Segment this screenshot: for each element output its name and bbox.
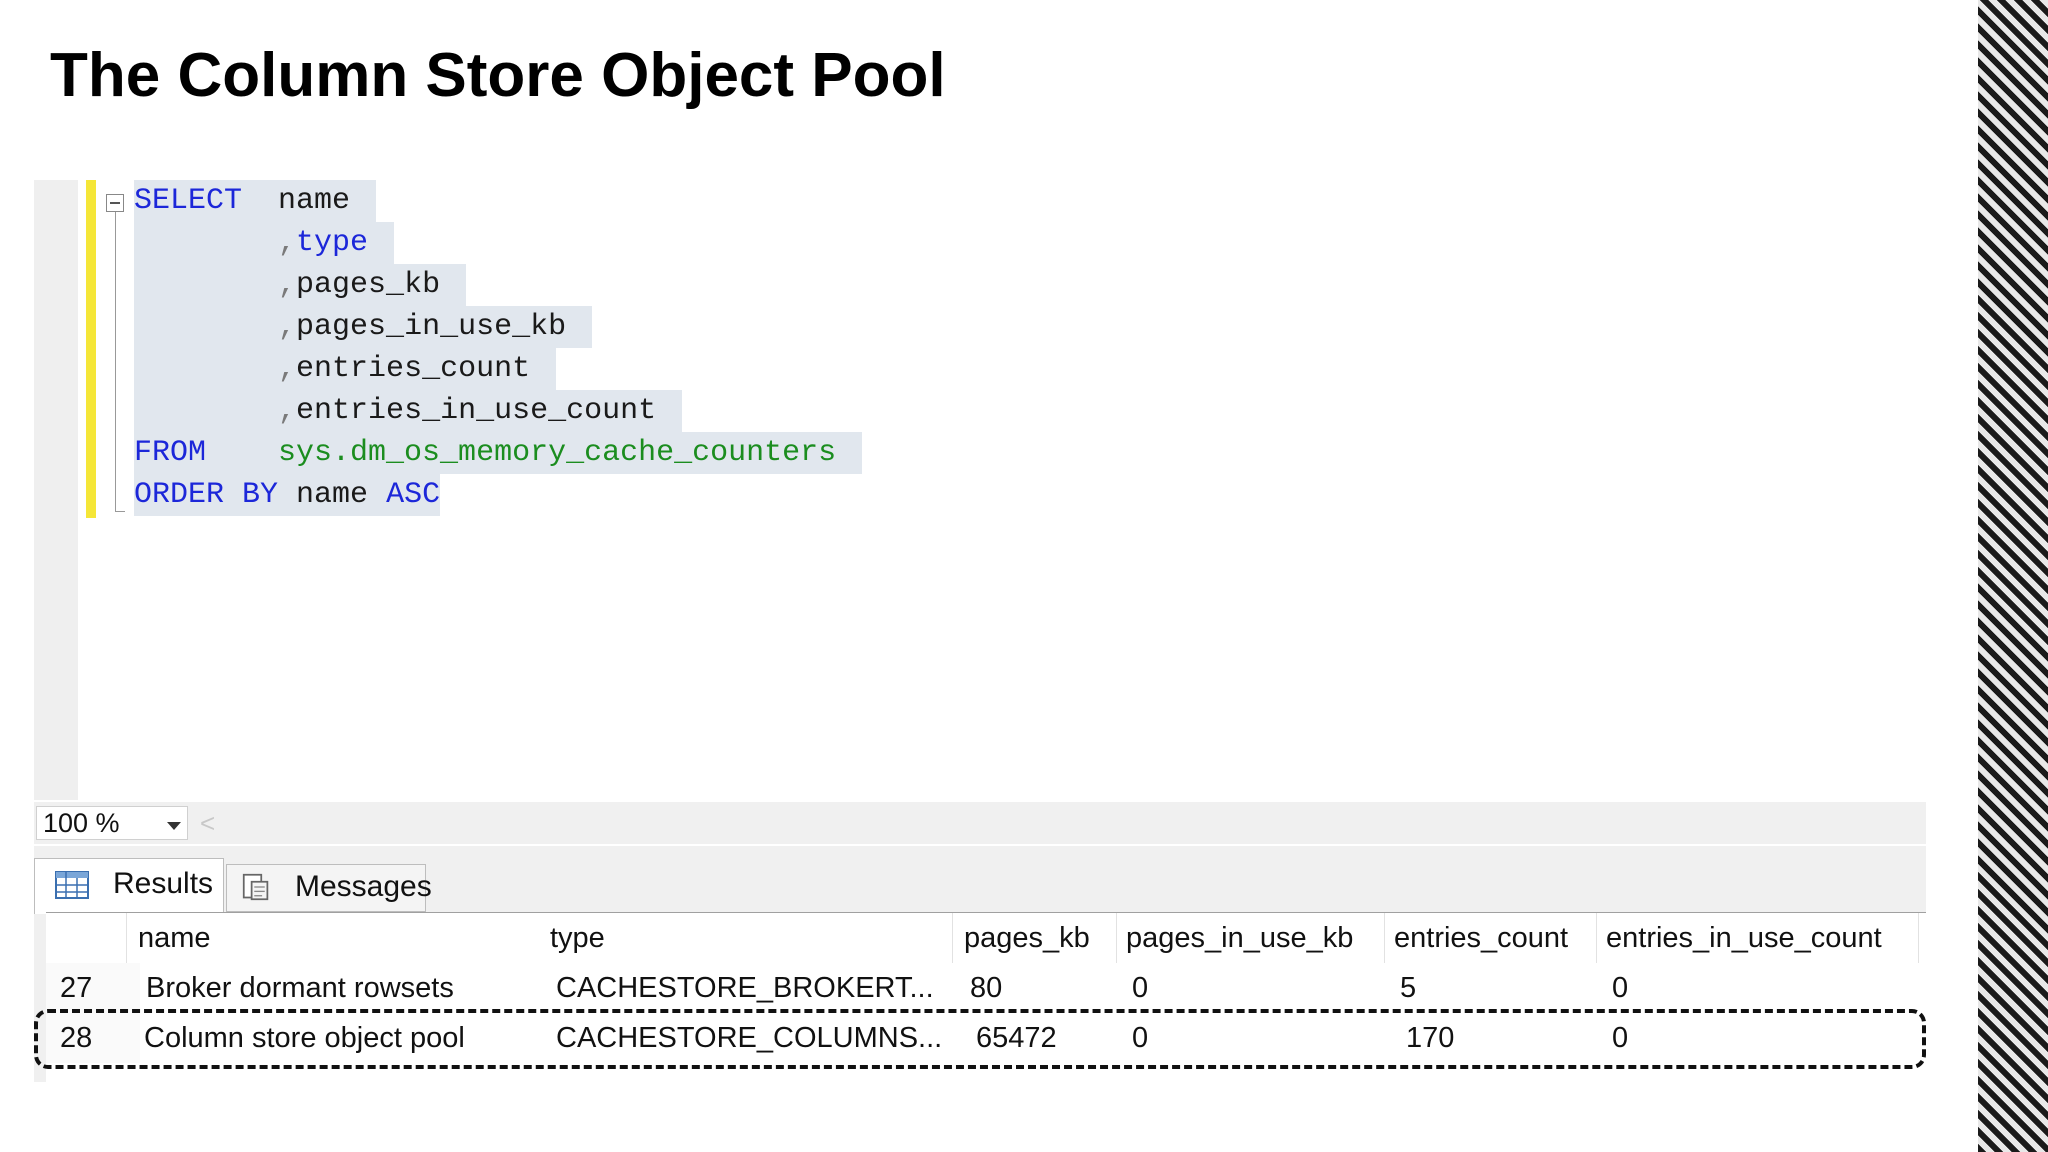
table-row[interactable]: 27 Broker dormant rowsets CACHESTORE_BRO… [46,963,1926,1013]
tab-results-label: Results [113,867,214,900]
comma: , [278,268,297,302]
code-text: name [242,184,351,218]
column-header-pages-kb[interactable]: pages_kb [956,913,1117,963]
cell-type[interactable]: CACHESTORE_COLUMNS... [556,1022,943,1054]
cell-pages-in-use-kb[interactable]: 0 [1132,972,1149,1004]
code-line-3: ,pages_kb [134,264,862,306]
tab-results[interactable]: Results [34,858,224,914]
outline-line-end [115,511,125,512]
cell-entries-count[interactable]: 170 [1406,1022,1455,1054]
comma: , [278,352,297,386]
tab-messages[interactable]: Messages [226,864,432,912]
keyword-order-by: ORDER BY [134,478,279,512]
table-row[interactable]: 28 Column store object pool CACHESTORE_C… [46,1013,1926,1063]
grid-header: name type pages_kb pages_in_use_kb entri… [46,913,1926,963]
cell-pages-kb[interactable]: 80 [970,972,1003,1004]
cell-name[interactable]: Broker dormant rowsets [146,972,454,1004]
zoom-value: 100 % [43,808,120,838]
zoom-select[interactable]: 100 % [36,806,188,840]
comma: , [278,310,297,344]
query-editor[interactable]: SELECT name ,type ,pages_kb ,pages_in_us… [34,180,1926,800]
sql-code[interactable]: SELECT name ,type ,pages_kb ,pages_in_us… [134,180,863,516]
slide-title: The Column Store Object Pool [50,41,946,110]
outline-line [115,212,116,512]
code-text: entries_in_use_count [296,394,657,428]
code-line-8: ORDER BY name ASC [134,474,862,516]
cell-entries-count[interactable]: 5 [1400,972,1417,1004]
cell-entries-in-use-count[interactable]: 0 [1612,972,1629,1004]
chevron-down-icon[interactable] [167,822,181,830]
column-header-entries-in-use-count[interactable]: entries_in_use_count [1598,913,1919,963]
code-line-7: FROM sys.dm_os_memory_cache_counters [134,432,863,474]
header-rownum [46,913,127,963]
code-line-1: SELECT name [134,180,862,222]
code-text: pages_kb [296,268,441,302]
change-indicator-bar [86,180,96,518]
document-icon [242,873,269,901]
cell-pages-kb[interactable]: 65472 [976,1022,1057,1054]
cell-pages-in-use-kb[interactable]: 0 [1132,1022,1149,1054]
results-pane: Results Messages name type pages_kb page… [34,846,1926,1083]
code-line-2: ,type [134,222,862,264]
decorative-strip [1978,0,2048,1152]
row-number: 28 [46,1013,140,1063]
keyword-type: type [296,226,369,260]
code-line-6: ,entries_in_use_count [134,390,862,432]
cell-name[interactable]: Column store object pool [144,1022,465,1054]
keyword-asc: ASC [386,478,441,512]
code-text: name [278,478,387,512]
editor-gutter [34,180,78,800]
cell-type[interactable]: CACHESTORE_BROKERT... [556,972,934,1004]
code-line-4: ,pages_in_use_kb [134,306,862,348]
code-text: entries_count [296,352,531,386]
column-header-pages-in-use-kb[interactable]: pages_in_use_kb [1118,913,1385,963]
column-header-entries-count[interactable]: entries_count [1386,913,1597,963]
keyword-select: SELECT [134,184,243,218]
code-line-5: ,entries_count [134,348,862,390]
column-header-type[interactable]: type [542,913,953,963]
highlight-callout [34,1009,1926,1069]
code-text: pages_in_use_kb [296,310,567,344]
scroll-left-icon[interactable]: < [200,808,216,838]
row-number: 27 [46,963,140,1013]
editor-status-strip: 100 % < [34,802,1926,844]
grid-icon [55,871,89,899]
object-name: sys.dm_os_memory_cache_counters [278,436,837,470]
tab-messages-label: Messages [295,870,432,903]
comma: , [278,226,297,260]
column-header-name[interactable]: name [128,913,543,963]
keyword-from: FROM [134,436,207,470]
cell-entries-in-use-count[interactable]: 0 [1612,1022,1629,1054]
comma: , [278,394,297,428]
results-grid[interactable]: name type pages_kb pages_in_use_kb entri… [46,912,1926,1083]
collapse-icon[interactable] [106,194,124,212]
